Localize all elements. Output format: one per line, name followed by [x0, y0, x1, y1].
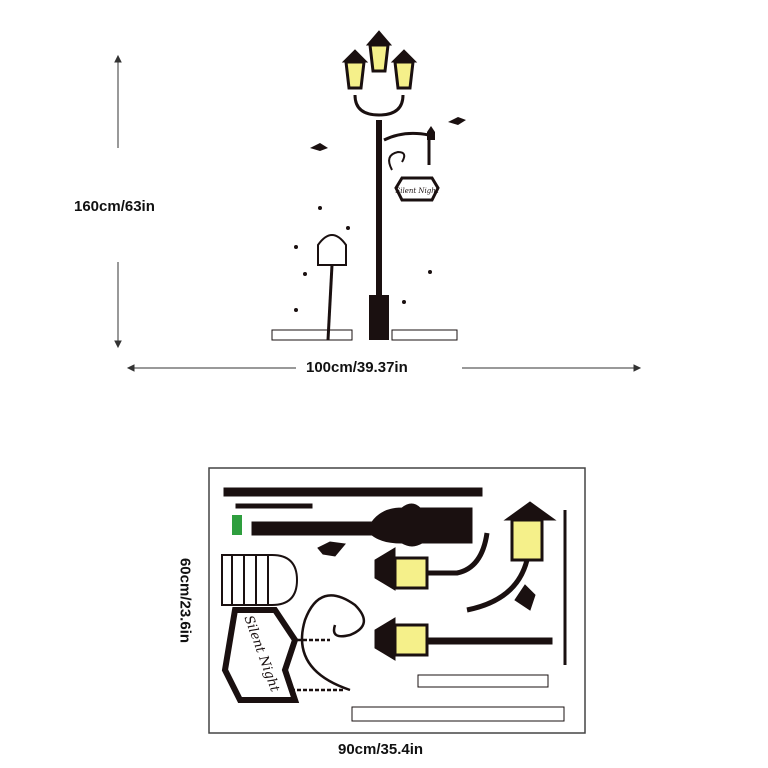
height-label: 160cm/63in — [74, 198, 155, 215]
fence-small — [271, 329, 458, 341]
lantern-piece-3 — [466, 501, 557, 613]
pole-piece-2 — [235, 503, 313, 509]
lantern-piece-1 — [374, 532, 490, 591]
birdcage-small — [317, 234, 347, 341]
width-label: 100cm/39.37in — [306, 359, 408, 376]
bird-piece — [317, 541, 346, 557]
leaf-piece — [232, 515, 242, 535]
silent-night-sign-small: Silent Night — [394, 176, 440, 202]
bird-piece — [514, 584, 536, 611]
silent-night-sign-large: Silent Night — [221, 607, 300, 703]
lantern-center — [365, 30, 393, 73]
decal-sheet: Silent Night — [208, 467, 586, 734]
lantern-left — [341, 49, 369, 90]
sheet-height-label: 60cm/23.6in — [176, 557, 194, 644]
sheet-width-label: 90cm/35.4in — [338, 741, 424, 758]
birds — [294, 117, 466, 312]
width-dimension-arrow — [126, 364, 642, 372]
svg-text:Silent Night: Silent Night — [395, 187, 438, 195]
pole-base-piece — [251, 503, 473, 547]
lantern-piece-2 — [374, 617, 553, 661]
lantern-right — [390, 49, 418, 90]
fence-pieces — [351, 674, 565, 722]
height-dimension-arrow — [114, 54, 122, 349]
birdcage-piece — [221, 554, 299, 606]
lamp-post-assembled: Silent Night — [271, 30, 466, 341]
pole-piece-1 — [223, 487, 483, 497]
